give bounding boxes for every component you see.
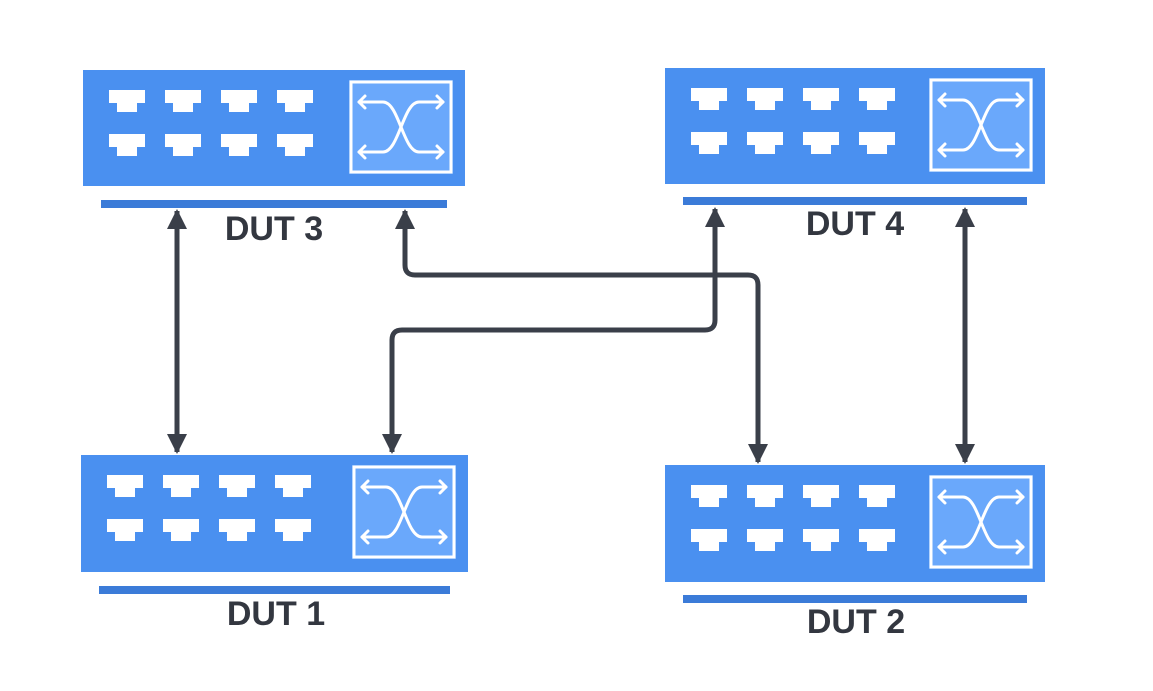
ethernet-port-icon: [277, 90, 313, 112]
switch-base: [683, 197, 1027, 205]
ethernet-port-icon: [803, 132, 839, 154]
switch-base: [101, 200, 447, 208]
ethernet-port-icon: [107, 475, 143, 497]
ethernet-port-icon: [691, 529, 727, 551]
ethernet-port-icon: [859, 132, 895, 154]
ethernet-port-icon: [221, 134, 257, 156]
crossed-arrows-icon: [360, 479, 448, 545]
fabric-panel: [352, 465, 456, 559]
port-group: [107, 475, 311, 541]
fabric-panel: [929, 475, 1033, 569]
ethernet-port-icon: [107, 519, 143, 541]
ethernet-port-icon: [747, 485, 783, 507]
ethernet-port-icon: [109, 90, 145, 112]
switch-dut2: [665, 465, 1045, 603]
port-group: [691, 485, 895, 551]
fabric-panel-border: [929, 475, 1033, 569]
switch-dut3: [83, 70, 465, 208]
switch-dut4: [665, 68, 1045, 205]
switch-base: [683, 595, 1027, 603]
ethernet-port-icon: [747, 529, 783, 551]
links-layer: [167, 207, 975, 464]
ethernet-port-icon: [859, 88, 895, 110]
fabric-panel: [349, 80, 453, 174]
fabric-panel-border: [929, 78, 1033, 172]
ethernet-port-icon: [109, 134, 145, 156]
ethernet-port-icon: [277, 134, 313, 156]
ethernet-port-icon: [275, 519, 311, 541]
ethernet-port-icon: [221, 90, 257, 112]
ethernet-port-icon: [165, 90, 201, 112]
port-group: [109, 90, 313, 156]
crossed-arrows-icon: [937, 489, 1025, 555]
ethernet-port-icon: [691, 132, 727, 154]
crossed-arrows-icon: [937, 92, 1025, 158]
ethernet-port-icon: [859, 485, 895, 507]
ethernet-port-icon: [691, 485, 727, 507]
switch-dut1: [81, 455, 468, 594]
ethernet-port-icon: [803, 485, 839, 507]
ethernet-port-icon: [859, 529, 895, 551]
crossed-arrows-icon: [357, 94, 445, 160]
fabric-panel-border: [352, 465, 456, 559]
ethernet-port-icon: [275, 475, 311, 497]
fabric-panel: [929, 78, 1033, 172]
ethernet-port-icon: [747, 132, 783, 154]
ethernet-port-icon: [219, 519, 255, 541]
ethernet-port-icon: [803, 529, 839, 551]
switch-label-dut3: DUT 3: [224, 210, 324, 248]
switch-base: [99, 586, 450, 594]
ethernet-port-icon: [165, 134, 201, 156]
switch-label-dut2: DUT 2: [806, 603, 906, 641]
ethernet-port-icon: [163, 475, 199, 497]
port-group: [691, 88, 895, 154]
switch-label-dut4: DUT 4: [805, 205, 905, 243]
ethernet-port-icon: [163, 519, 199, 541]
ethernet-port-icon: [803, 88, 839, 110]
ethernet-port-icon: [747, 88, 783, 110]
link-dut3-dut2: [395, 209, 768, 464]
fabric-panel-border: [349, 80, 453, 174]
ethernet-port-icon: [219, 475, 255, 497]
switch-label-dut1: DUT 1: [226, 595, 326, 633]
ethernet-port-icon: [691, 88, 727, 110]
link-dut4-dut1: [382, 207, 725, 454]
